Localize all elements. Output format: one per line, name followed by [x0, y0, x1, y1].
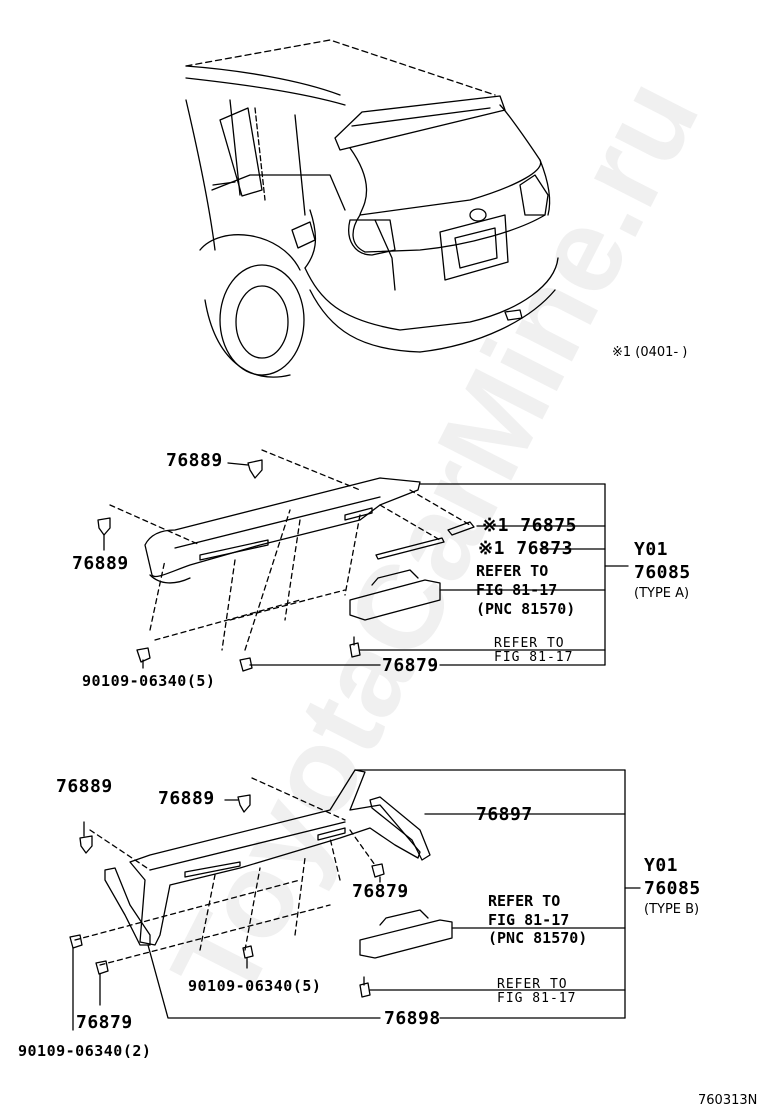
part-76889-top-b[interactable]: 76889 [158, 788, 215, 809]
part-90109-06340-b2[interactable]: 90109-06340(2) [18, 1042, 152, 1060]
refer-bolt-a-line2[interactable]: FIG 81-17 [494, 650, 574, 665]
assembly-pn-a[interactable]: 76085 [634, 562, 691, 583]
part-76879-left-b[interactable]: 76879 [76, 1012, 133, 1033]
part-76898[interactable]: 76898 [384, 1008, 441, 1029]
refer-lamp-a-line3: (PNC 81570) [476, 600, 576, 618]
refer-bolt-b-line1: REFER TO [497, 977, 568, 992]
type-a-spoiler [97, 449, 629, 672]
part-76897[interactable]: 76897 [476, 804, 533, 825]
part-76889-left-a[interactable]: 76889 [72, 553, 129, 574]
assembly-type-b: (TYPE B) [644, 902, 700, 917]
type-b-spoiler [69, 769, 641, 1031]
part-90109-06340-b5[interactable]: 90109-06340(5) [188, 977, 322, 995]
assembly-code-b: Y01 [644, 855, 679, 876]
part-76875[interactable]: ※1 76875 [482, 515, 577, 536]
refer-lamp-b-line3: (PNC 81570) [488, 929, 588, 947]
assembly-type-a: (TYPE A) [634, 586, 690, 601]
refer-lamp-b-line2[interactable]: FIG 81-17 [488, 911, 570, 929]
effective-date-note: ※1 (0401- ) [612, 345, 688, 360]
vehicle-illustration [185, 39, 559, 378]
part-76889-left-b[interactable]: 76889 [56, 776, 113, 797]
refer-lamp-a-line1: REFER TO [476, 562, 549, 580]
refer-lamp-a-line2[interactable]: FIG 81-17 [476, 581, 558, 599]
refer-lamp-b-line1: REFER TO [488, 892, 561, 910]
figure-code: 760313N [698, 1093, 758, 1108]
part-90109-06340-a[interactable]: 90109-06340(5) [82, 672, 216, 690]
part-76879-mid-b[interactable]: 76879 [352, 881, 409, 902]
assembly-code-a: Y01 [634, 539, 669, 560]
part-76873[interactable]: ※1 76873 [478, 538, 573, 559]
part-76879-a[interactable]: 76879 [382, 655, 439, 676]
refer-bolt-b-line2[interactable]: FIG 81-17 [497, 991, 577, 1006]
part-76889-top-a[interactable]: 76889 [166, 450, 223, 471]
refer-bolt-a-line1: REFER TO [494, 636, 565, 651]
assembly-pn-b[interactable]: 76085 [644, 878, 701, 899]
